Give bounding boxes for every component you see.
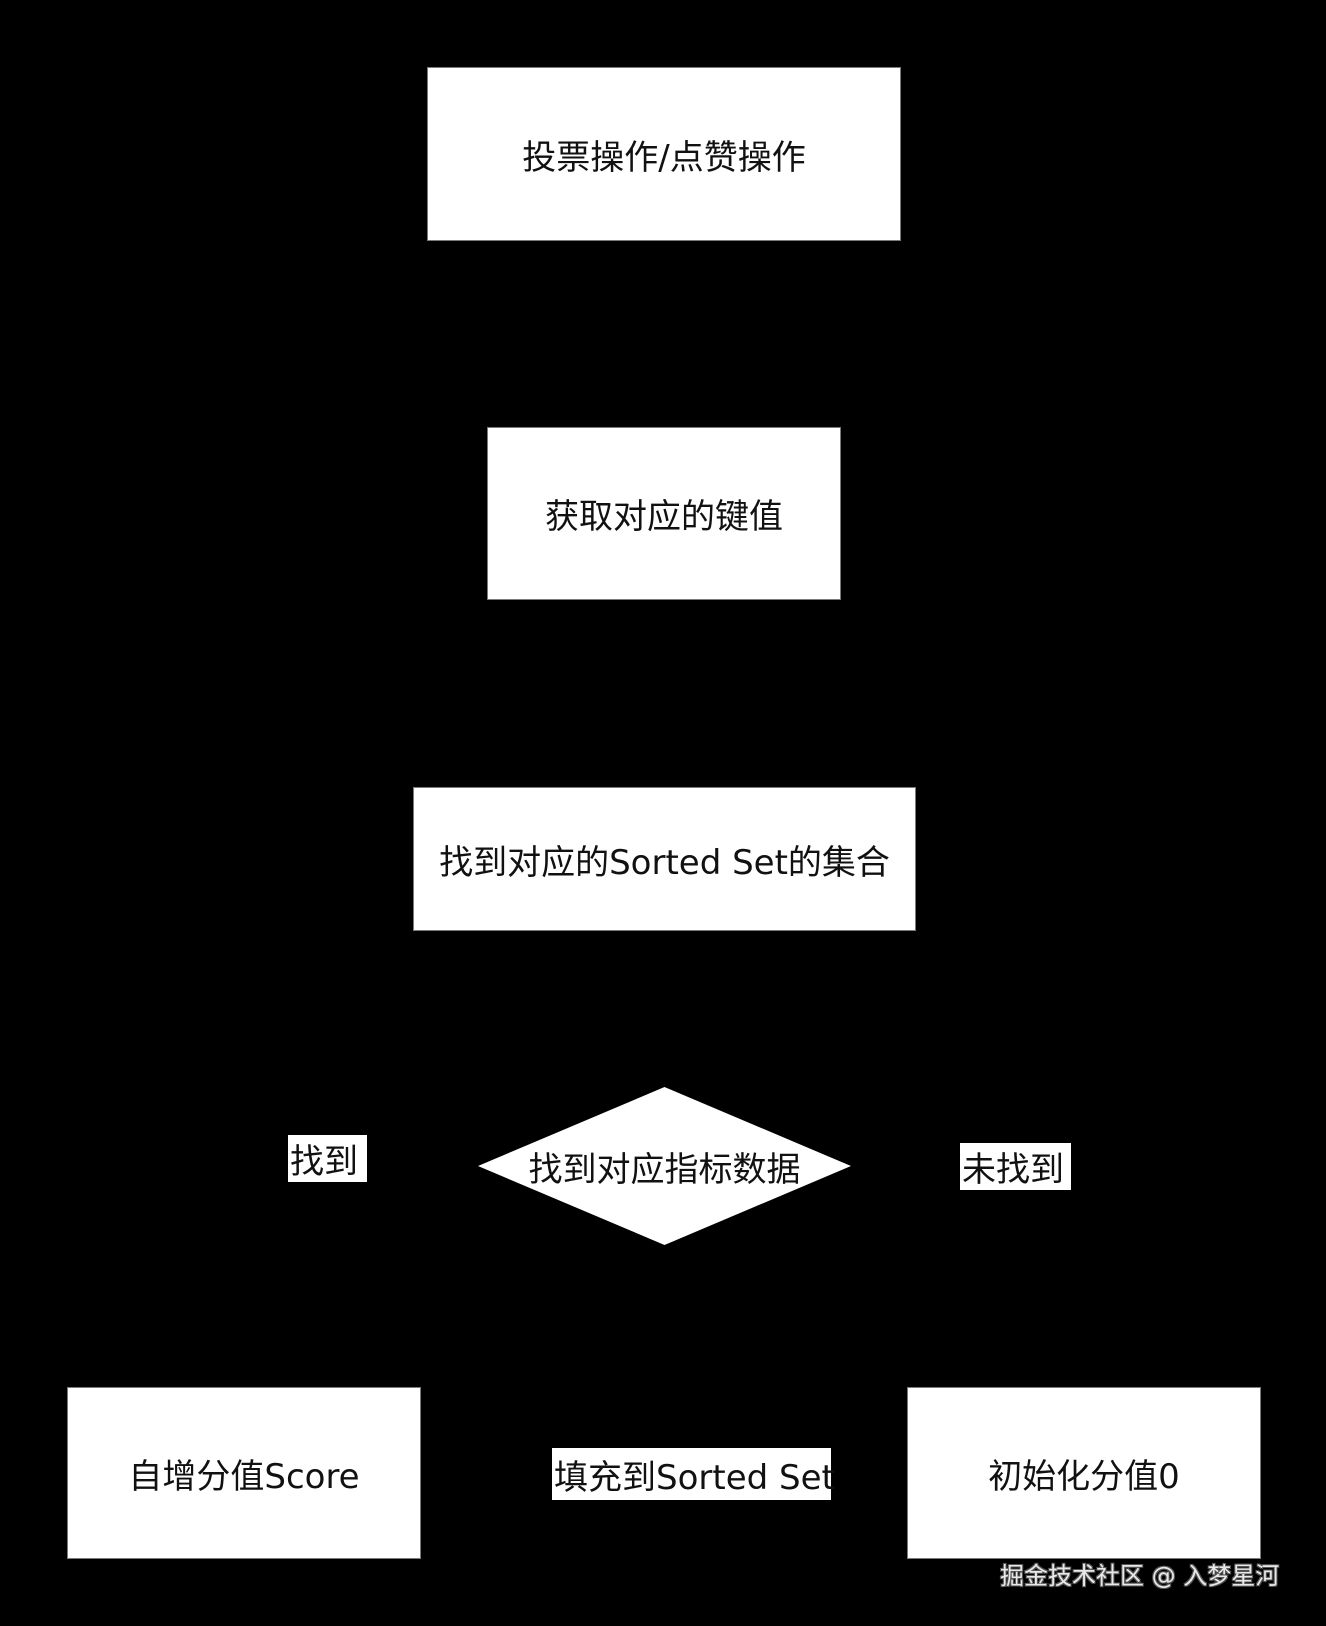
node-get-key: 获取对应的键值 xyxy=(487,427,841,600)
node-label: 初始化分值0 xyxy=(988,1456,1180,1497)
watermark: 掘金技术社区 @ 入梦星河 xyxy=(1000,1562,1280,1590)
node-decision-diamond: 找到对应指标数据 xyxy=(478,1087,851,1245)
edge-label-not-found: 未找到 xyxy=(960,1143,1071,1190)
edge-label-fill-sorted-set: 填充到Sorted Set xyxy=(552,1448,835,1500)
diamond-shape xyxy=(478,1087,851,1245)
node-find-sorted-set: 找到对应的Sorted Set的集合 xyxy=(413,787,916,931)
node-vote-operation: 投票操作/点赞操作 xyxy=(427,67,901,241)
node-label: 自增分值Score xyxy=(128,1456,360,1497)
node-increment-score: 自增分值Score xyxy=(67,1387,421,1559)
node-label: 投票操作/点赞操作 xyxy=(522,137,806,178)
node-label: 找到对应指标数据 xyxy=(528,1149,801,1190)
node-label: 找到对应的Sorted Set的集合 xyxy=(439,842,890,883)
node-label: 获取对应的键值 xyxy=(545,497,783,537)
edge-label-found: 找到 xyxy=(288,1135,367,1182)
node-init-score: 初始化分值0 xyxy=(907,1387,1261,1559)
